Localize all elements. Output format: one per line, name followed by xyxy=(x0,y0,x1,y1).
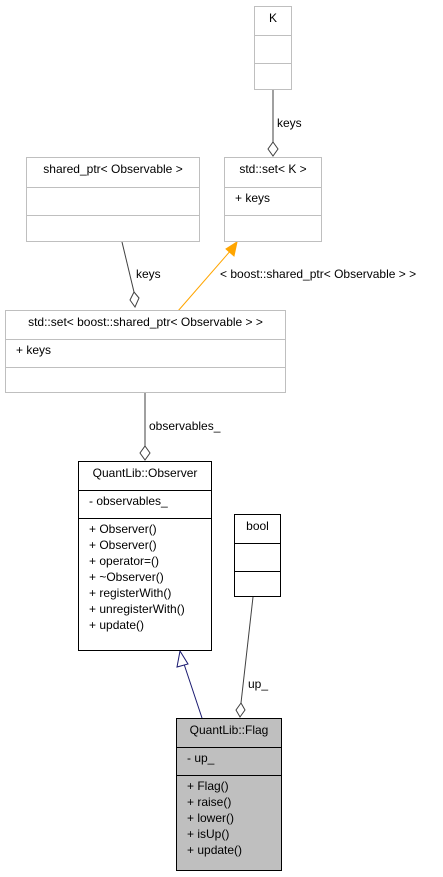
class-attributes: + keys xyxy=(6,339,285,367)
method-observer: + Observer() xyxy=(89,538,157,552)
method-unregister-with: + unregisterWith() xyxy=(89,602,185,616)
class-title: shared_ptr< Observable > xyxy=(43,162,183,176)
edge-sharedptr-to-set xyxy=(121,241,135,293)
class-node-std-set-shared-ptr[interactable]: std::set< boost::shared_ptr< Observable … xyxy=(5,310,286,393)
class-methods xyxy=(6,367,285,392)
attribute-keys: + keys xyxy=(235,191,271,205)
class-title: bool xyxy=(246,519,269,533)
method-flag: + Flag() xyxy=(187,779,229,793)
class-node-k[interactable]: K xyxy=(254,6,292,90)
diamond-icon xyxy=(139,445,151,461)
edge-label-keys-k: keys xyxy=(277,116,302,130)
edge-label-observables: observables_ xyxy=(149,419,221,433)
method-lower: + lower() xyxy=(187,811,235,825)
edge-label-template-binding: < boost::shared_ptr< Observable > > xyxy=(220,267,417,281)
class-methods: + Observer() + Observer() + operator=() … xyxy=(79,518,211,650)
diamond-icon xyxy=(129,291,140,309)
class-node-std-set-k[interactable]: std::set< K > + keys xyxy=(224,157,322,242)
attribute-up: - up_ xyxy=(187,751,215,765)
method-update: + update() xyxy=(187,843,243,857)
class-title: std::set< K > xyxy=(239,162,307,176)
class-attributes: - observables_ xyxy=(79,490,211,518)
class-title: QuantLib::Flag xyxy=(189,723,269,737)
class-methods xyxy=(225,215,321,241)
method-update: + update() xyxy=(89,618,145,632)
class-methods xyxy=(27,215,199,241)
class-attributes xyxy=(255,35,291,63)
attribute-observables: - observables_ xyxy=(89,494,168,508)
method-raise: + raise() xyxy=(187,795,232,809)
edge-inheritance xyxy=(183,663,203,719)
class-title: std::set< boost::shared_ptr< Observable … xyxy=(28,315,263,329)
class-title: K xyxy=(268,11,277,25)
edge-label-keys-sharedptr: keys xyxy=(136,267,161,281)
diamond-icon xyxy=(267,141,279,157)
method-is-up: + isUp() xyxy=(187,827,230,841)
edge-bool-to-flag xyxy=(240,596,254,704)
arrowhead-icon xyxy=(225,240,238,257)
class-attributes: - up_ xyxy=(177,747,281,775)
class-methods xyxy=(235,571,280,596)
inheritance-arrowhead-icon xyxy=(176,649,189,668)
class-node-bool[interactable]: bool xyxy=(234,514,281,597)
class-node-quantlib-observer[interactable]: QuantLib::Observer - observables_ + Obse… xyxy=(78,461,212,651)
class-node-quantlib-flag[interactable]: QuantLib::Flag - up_ + Flag() + raise() … xyxy=(176,718,282,871)
method-destructor: + ~Observer() xyxy=(89,570,164,584)
edge-template-binding xyxy=(177,248,233,312)
method-observer: + Observer() xyxy=(89,522,157,536)
class-attributes xyxy=(27,187,199,215)
class-attributes: + keys xyxy=(225,187,321,215)
edge-label-up: up_ xyxy=(248,677,269,691)
class-attributes xyxy=(235,543,280,571)
class-title: QuantLib::Observer xyxy=(92,466,198,480)
diamond-icon xyxy=(235,702,246,718)
method-operator-assign: + operator=() xyxy=(89,554,160,568)
class-methods xyxy=(255,63,291,89)
method-register-with: + registerWith() xyxy=(89,586,172,600)
class-node-shared-ptr-observable[interactable]: shared_ptr< Observable > xyxy=(26,157,200,242)
class-methods: + Flag() + raise() + lower() + isUp() + … xyxy=(177,775,281,870)
attribute-keys: + keys xyxy=(16,343,52,357)
